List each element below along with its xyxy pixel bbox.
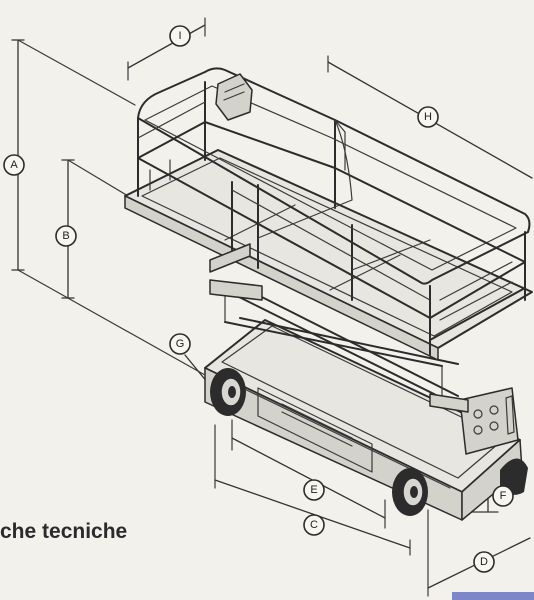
svg-text:F: F	[500, 490, 507, 502]
dimension-marker-a: A	[3, 154, 25, 176]
guard-rails	[137, 67, 531, 356]
dimension-marker-d: D	[473, 551, 495, 573]
dimension-marker-g: G	[169, 333, 191, 355]
dim-line-e	[231, 437, 386, 519]
svg-text:C: C	[310, 519, 318, 531]
svg-text:I: I	[178, 30, 181, 42]
dimension-marker-f: F	[492, 485, 514, 507]
dim-line-c	[214, 479, 411, 549]
dimension-marker-c: C	[303, 514, 325, 536]
platform-deck	[124, 149, 533, 361]
svg-text:E: E	[310, 484, 317, 496]
svg-text:D: D	[480, 556, 488, 568]
lift-chassis	[204, 319, 528, 521]
accent-bar	[452, 592, 534, 600]
dimension-marker-i: I	[169, 25, 191, 47]
section-caption: che tecniche	[0, 520, 128, 543]
svg-text:G: G	[176, 338, 185, 350]
scissor-arms	[209, 279, 469, 413]
dimension-marker-e: E	[303, 479, 325, 501]
svg-text:A: A	[10, 159, 18, 171]
svg-text:B: B	[62, 230, 69, 242]
dimension-marker-b: B	[55, 225, 77, 247]
dimension-marker-h: H	[417, 106, 439, 128]
dim-line-i	[127, 24, 206, 69]
svg-text:H: H	[424, 111, 432, 123]
